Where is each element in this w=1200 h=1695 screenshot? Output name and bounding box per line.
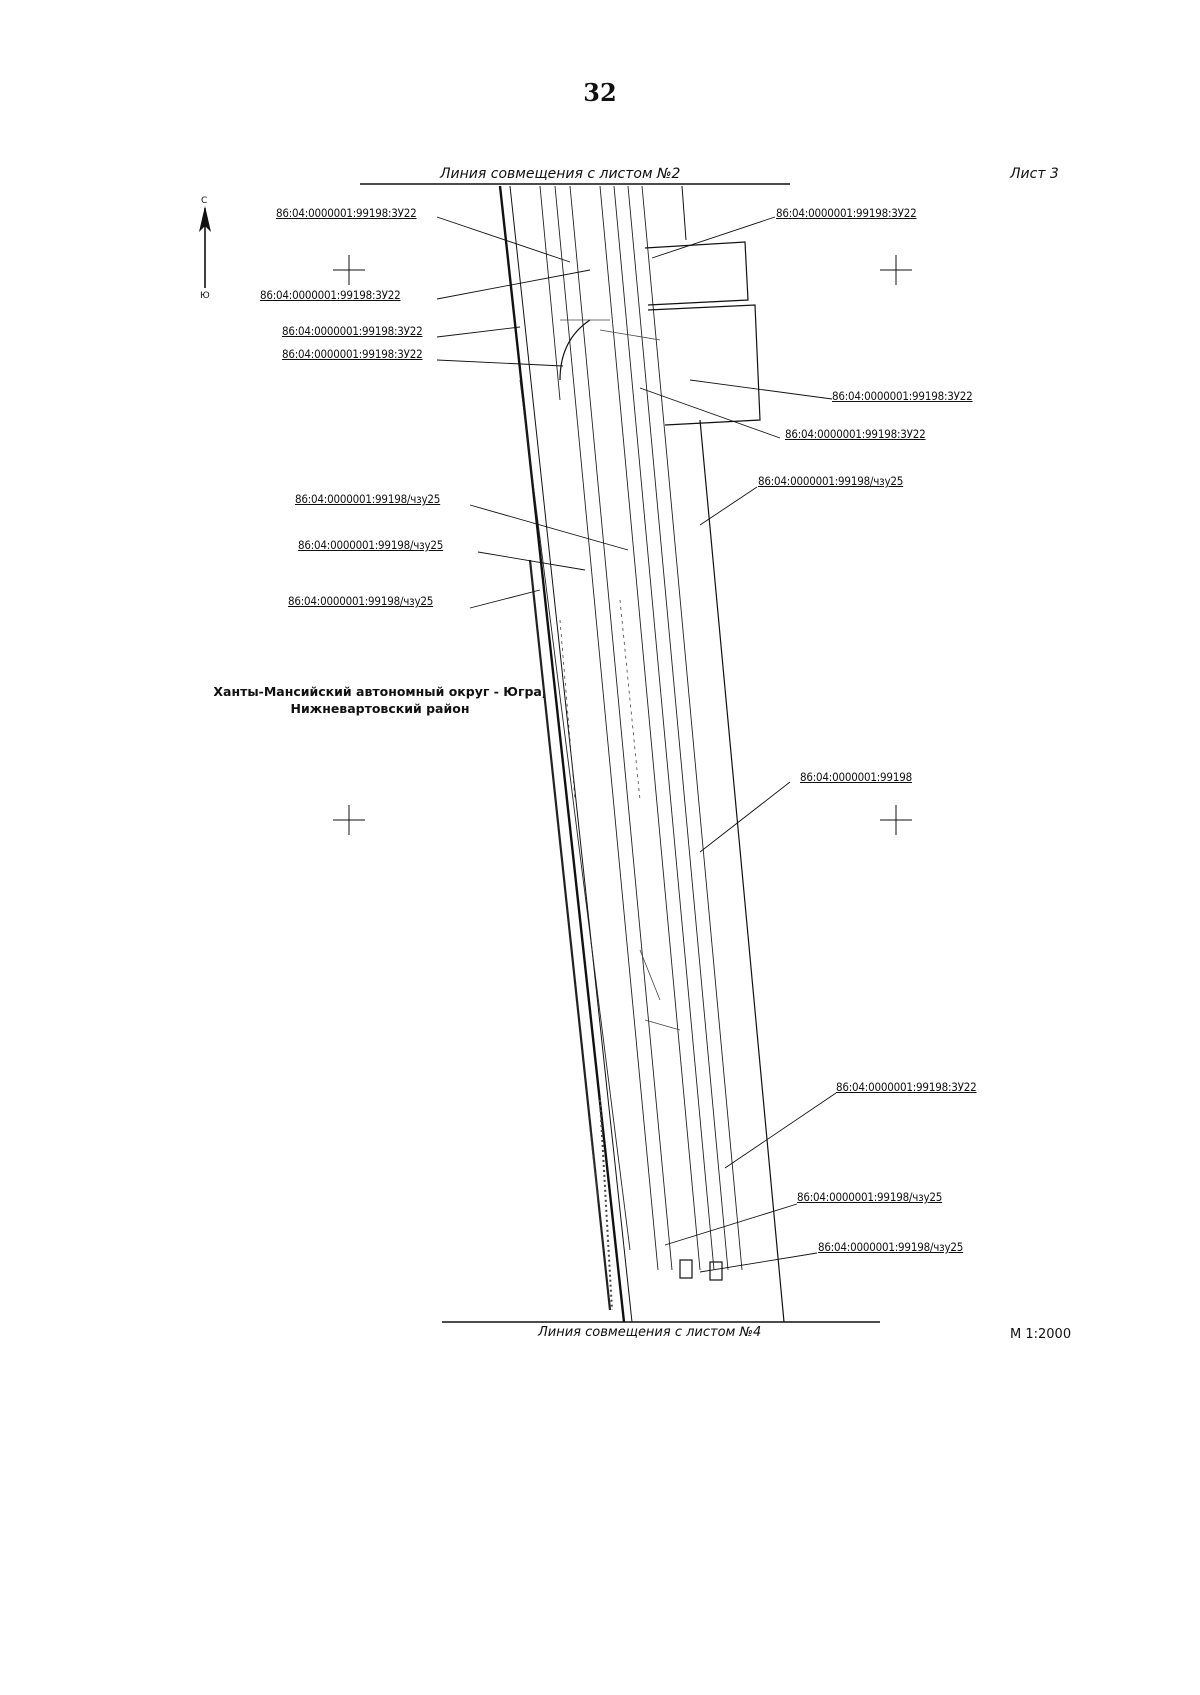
- crossing-block: [559, 241, 761, 1281]
- parcel-label: 86:04:0000001:99198:3У22: [276, 206, 417, 220]
- corridor-lanes: [519, 185, 743, 1311]
- parcel-label: 86:04:0000001:99198/чзу25: [818, 1240, 964, 1254]
- parcel-label: 86:04:0000001:99198/чзу25: [758, 474, 904, 488]
- parcel-label: 86:04:0000001:99198/чзу25: [295, 492, 441, 506]
- parcel-label: 86:04:0000001:99198/чзу25: [797, 1190, 943, 1204]
- region-label: Ханты-Мансийский автономный округ - Югра…: [180, 683, 580, 717]
- map-details: [559, 319, 681, 1311]
- parcel-label: 86:04:0000001:99198:3У22: [836, 1080, 977, 1094]
- parcel-label: 86:04:0000001:99198: [800, 770, 912, 784]
- parcel-label: 86:04:0000001:99198/чзу25: [288, 594, 434, 608]
- parcel-label: 86:04:0000001:99198:3У22: [282, 347, 423, 361]
- parcel-label: 86:04:0000001:99198:3У22: [776, 206, 917, 220]
- parcel-label: 86:04:0000001:99198:3У22: [282, 324, 423, 338]
- sheet-label: Лист 3: [1010, 166, 1059, 182]
- parcel-label: 86:04:0000001:99198:3У22: [260, 288, 401, 302]
- parcel-label: 86:04:0000001:99198:3У22: [785, 427, 926, 441]
- parcel-label: 86:04:0000001:99198:3У22: [832, 389, 973, 403]
- south-letter: Ю: [200, 291, 210, 301]
- match-line-top-label: Линия совмещения с листом №2: [440, 166, 681, 182]
- scale-label: М 1:2000: [1010, 1327, 1072, 1342]
- north-letter: С: [201, 196, 207, 206]
- page-number: 32: [583, 78, 617, 107]
- leader-lines: [436, 216, 837, 1273]
- grid-cross-icon: [333, 255, 912, 835]
- parcel-label: 86:04:0000001:99198/чзу25: [298, 538, 444, 552]
- corridor-boundary: [498, 185, 785, 1323]
- region-label-line2: Нижневартовский район: [290, 701, 470, 716]
- match-line-bottom-label: Линия совмещения с листом №4: [538, 1325, 762, 1340]
- north-arrow-icon: С Ю: [199, 196, 211, 301]
- region-label-line1: Ханты-Мансийский автономный округ - Югра…: [213, 684, 547, 699]
